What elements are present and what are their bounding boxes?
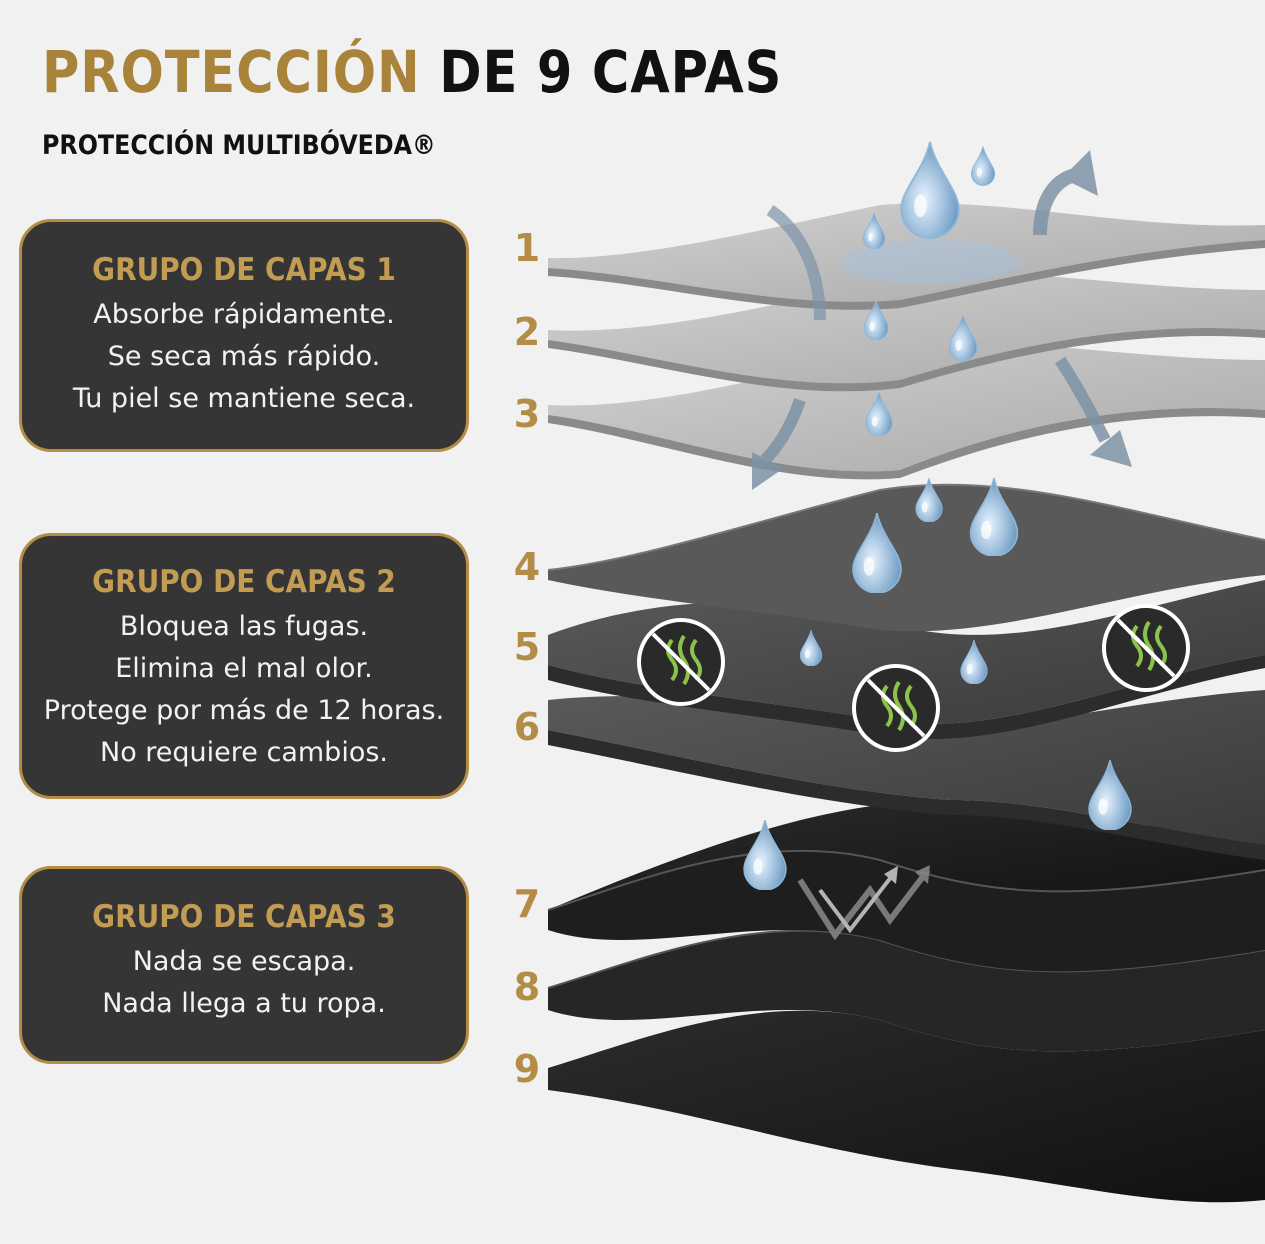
title-highlight: PROTECCIÓN bbox=[42, 38, 421, 106]
layer-group-1-box: GRUPO DE CAPAS 1 Absorbe rápidamente. Se… bbox=[19, 219, 469, 452]
airflow-arrow-icon bbox=[752, 398, 806, 490]
layer-number-3: 3 bbox=[513, 392, 541, 436]
layer-3 bbox=[548, 343, 1265, 480]
airflow-arrow-icon bbox=[766, 205, 826, 321]
layer-1 bbox=[548, 203, 1265, 310]
group-1-line: Tu piel se mantiene seca. bbox=[72, 383, 416, 414]
group-2-title: GRUPO DE CAPAS 2 bbox=[92, 564, 396, 600]
group-3-title: GRUPO DE CAPAS 3 bbox=[92, 899, 396, 935]
group-1-line: Se seca más rápido. bbox=[107, 341, 381, 372]
title-rest: DE 9 CAPAS bbox=[439, 38, 783, 106]
group-2-line: No requiere cambios. bbox=[100, 737, 388, 768]
group-3-line: Nada llega a tu ropa. bbox=[102, 988, 386, 1019]
layer-number-4: 4 bbox=[513, 545, 541, 589]
water-drop-icon bbox=[900, 141, 960, 239]
no-odor-icon bbox=[637, 618, 725, 706]
layer-number-6: 6 bbox=[513, 705, 541, 749]
layer-group-2-box: GRUPO DE CAPAS 2 Bloquea las fugas. Elim… bbox=[19, 533, 469, 799]
page-title: PROTECCIÓN DE 9 CAPAS bbox=[42, 38, 782, 106]
layer-number-7: 7 bbox=[513, 882, 541, 926]
layer-number-9: 9 bbox=[513, 1047, 541, 1091]
page-subtitle: PROTECCIÓN MULTIBÓVEDA® bbox=[42, 130, 436, 161]
layer-9 bbox=[548, 1010, 1265, 1203]
water-drop-icon bbox=[970, 146, 996, 186]
bounce-arrow-icon bbox=[797, 865, 931, 941]
layer-number-5: 5 bbox=[513, 625, 541, 669]
layer-group-3-box: GRUPO DE CAPAS 3 Nada se escapa. Nada ll… bbox=[19, 866, 469, 1064]
airflow-arrow-icon bbox=[1055, 356, 1132, 467]
layer-2 bbox=[548, 273, 1265, 392]
layer-number-8: 8 bbox=[513, 965, 541, 1009]
group-2-line: Bloquea las fugas. bbox=[119, 611, 369, 642]
group-3-line: Nada se escapa. bbox=[132, 946, 356, 977]
group-1-line: Absorbe rápidamente. bbox=[93, 299, 395, 330]
no-odor-icon bbox=[852, 664, 940, 752]
group-2-line: Protege por más de 12 horas. bbox=[43, 695, 445, 726]
airflow-arrow-icon bbox=[1033, 150, 1098, 236]
group-2-line: Elimina el mal olor. bbox=[115, 653, 373, 684]
layer-6 bbox=[548, 690, 1265, 860]
no-odor-icon bbox=[1102, 604, 1190, 692]
layer-number-1: 1 bbox=[513, 226, 541, 270]
layer-4 bbox=[547, 483, 1265, 632]
layer-number-2: 2 bbox=[513, 310, 541, 354]
group-1-title: GRUPO DE CAPAS 1 bbox=[92, 252, 396, 288]
